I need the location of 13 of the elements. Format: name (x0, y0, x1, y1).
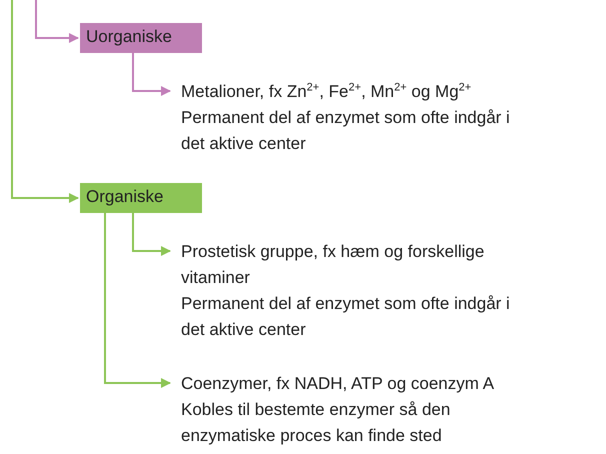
arrow (132, 53, 171, 96)
item-description: Permanent del af enzymet som ofte indgår i det aktive center (181, 107, 511, 155)
arrow (35, 0, 79, 43)
item-description: Permanent del af enzymet som ofte indgår i det aktive center (181, 293, 511, 341)
arrow (132, 213, 171, 256)
item-heading: Prostetisk gruppe, fx hæm og forskellige vitaminer (181, 241, 486, 289)
category-label: Organiske (80, 183, 202, 213)
category-label: Uorganiske (80, 23, 202, 53)
item-description: Kobles til bestemte enzymer så den enzymatiske proces kan finde sted (181, 399, 452, 447)
arrow (11, 0, 79, 203)
item-heading: Metalioner, fx Zn$^{2+}$, Fe$^{2+}$, Mn$^{2+}$ og Mg$^{2+}$ (181, 80, 472, 103)
arrow (104, 213, 171, 388)
item-heading: Coenzymer, fx NADH, ATP og coenzym A (181, 373, 496, 395)
